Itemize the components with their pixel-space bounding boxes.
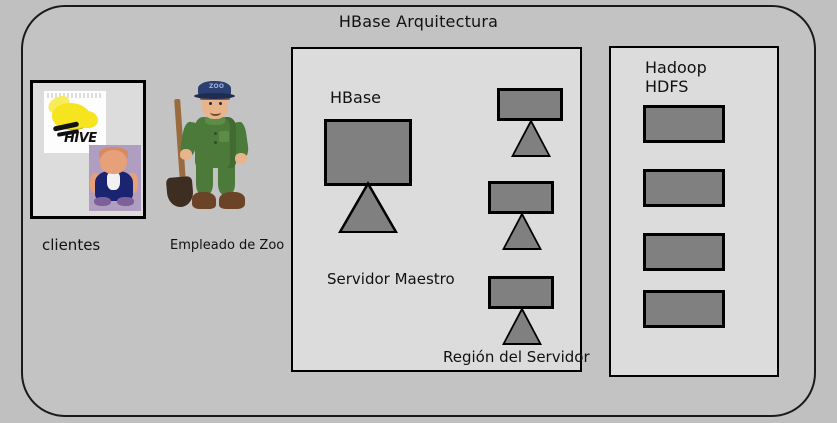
- region-server-body-3: [488, 276, 554, 309]
- zookeeper-smile: [210, 109, 221, 116]
- page-title: HBase Arquitectura: [338, 12, 499, 31]
- region-server-label: Región del Servidor: [443, 348, 590, 366]
- zookeeper-hand-right: [235, 153, 247, 164]
- zookeeper-pocket: [219, 131, 229, 142]
- hadoop-label-line2: HDFS: [645, 77, 689, 96]
- zookeeper-cap-text: ZOO: [209, 83, 225, 90]
- zookeeper-boot-right: [219, 192, 245, 209]
- hdfs-node-icon-4: [643, 290, 725, 328]
- pig-shoe-right: [117, 197, 134, 206]
- zookeeper-button-2: [214, 141, 217, 144]
- hive-bee-head: [78, 111, 98, 128]
- region-server-stand-2: [505, 216, 539, 248]
- region-server-icon-1: [497, 88, 563, 166]
- zookeeper-cap-brim: [194, 93, 235, 99]
- clientes-box: HIVE: [30, 80, 146, 219]
- zookeeper-hand-left: [180, 149, 192, 160]
- zookeeper-button-1: [214, 132, 217, 135]
- hadoop-label-line1: Hadoop: [645, 58, 707, 77]
- zookeeper-boot-left: [192, 192, 216, 209]
- zookeeper-caption: Empleado de Zoo: [170, 238, 285, 253]
- pig-shirt: [107, 172, 120, 190]
- region-server-body-2: [488, 181, 554, 214]
- master-server-stand: [342, 186, 394, 231]
- pig-character-image: [89, 145, 141, 211]
- region-server-icon-2: [488, 181, 554, 259]
- region-server-stand-3: [505, 311, 539, 343]
- pig-head: [100, 150, 127, 174]
- hive-logo-icon: HIVE: [44, 91, 106, 153]
- zookeeper-collar: [205, 117, 225, 125]
- master-server-body: [324, 119, 412, 186]
- pig-shoe-left: [94, 197, 111, 206]
- zookeeper-leg-left: [196, 163, 213, 195]
- hive-wordmark: HIVE: [64, 131, 97, 146]
- region-server-stand-1: [514, 123, 548, 155]
- zookeeper-cap-icon: [198, 81, 231, 96]
- hive-logo-noise: [47, 93, 101, 98]
- zookeeper-eye-left: [209, 102, 212, 105]
- zookeeper-eye-right: [219, 102, 222, 105]
- hbase-label: HBase: [330, 88, 381, 107]
- region-server-body-1: [497, 88, 563, 121]
- hdfs-node-icon-3: [643, 233, 725, 271]
- clientes-caption: clientes: [42, 236, 101, 254]
- master-server-icon: [324, 119, 412, 233]
- hadoop-hdfs-label: Hadoop HDFS: [645, 58, 707, 96]
- region-server-icon-3: [488, 276, 554, 354]
- hdfs-node-icon-1: [643, 105, 725, 143]
- zookeeper-figure: ZOO: [163, 75, 256, 230]
- zookeeper-leg-right: [218, 163, 235, 195]
- hdfs-node-icon-2: [643, 169, 725, 207]
- shovel-blade-icon: [165, 175, 195, 209]
- master-server-label: Servidor Maestro: [327, 270, 455, 288]
